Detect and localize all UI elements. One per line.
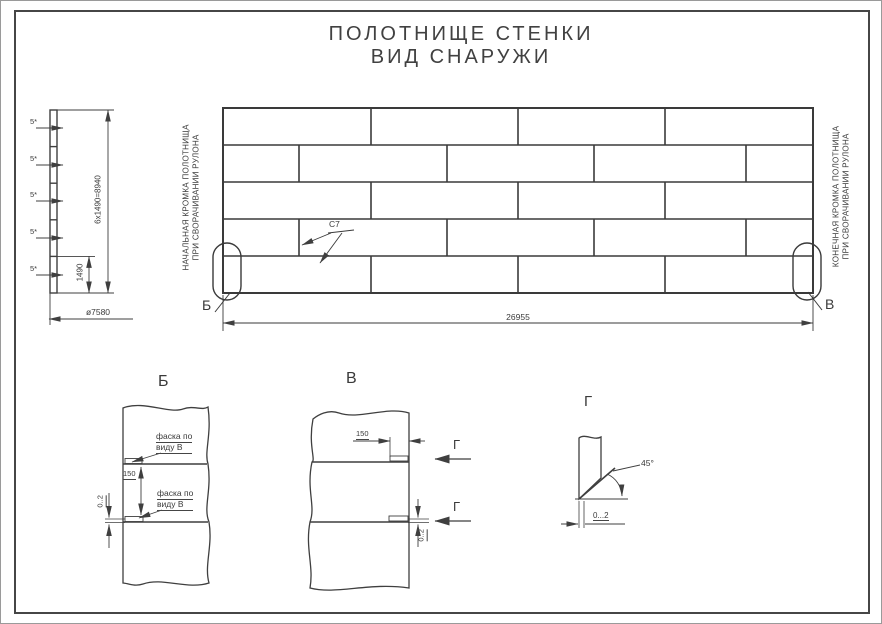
course-dimension: 1490 [75,263,85,282]
drawing-title-line1: ПОЛОТНИЩЕ СТЕНКИ [328,23,594,45]
detail-v-title: В [346,370,357,387]
panel-view-lines [212,107,823,331]
chamfer-note-line2: виду В [156,442,193,454]
detail-g-title: Г [584,393,593,410]
thickness-label: 5* [30,227,38,236]
roll-diameter-dimension: ø7580 [85,307,111,317]
thickness-label: 5* [30,190,38,199]
height-dimension: 6x1490=8940 [93,175,103,224]
chamfer-note-line2: виду В [157,499,194,511]
edge-label-b: Б [202,297,212,313]
thickness-label: 5* [30,154,38,163]
thickness-label: 5* [30,117,38,126]
detail-v-length-dimension: 150 [356,429,369,440]
angle-dimension: 45° [641,458,654,468]
section-label-g: Г [453,437,461,452]
thickness-label: 5* [30,264,38,273]
note-end-edge-line1: КОНЕЧНАЯ КРОМКА ПОЛОТНИЩА [831,125,841,268]
note-start-edge-line2: ПРИ СВОРАЧИВАНИИ РУЛОНА [192,134,201,261]
note-start-edge: НАЧАЛЬНАЯ КРОМКА ПОЛОТНИЩА ПРИ СВОРАЧИВА… [182,102,203,292]
detail-b-title: Б [158,373,169,390]
chamfer-note: фаска по виду В [157,488,194,511]
detail-g-lines [561,435,641,528]
sheet-frame [14,10,870,614]
chamfer-note-line1: фаска по [156,431,193,443]
chamfer-note: фаска по виду В [156,431,193,454]
edge-label-v: В [825,296,835,312]
note-end-edge: КОНЕЧНАЯ КРОМКА ПОЛОТНИЩА ПРИ СВОРАЧИВАН… [832,101,853,291]
detail-b-lines [105,404,211,586]
drawing-title-line2: ВИД СНАРУЖИ [370,46,552,68]
side-view-lines [36,109,133,325]
detail-b-length-dimension: 150 [123,469,136,480]
detail-v-lines [307,410,471,591]
panel-length-dimension: 26955 [506,312,530,322]
note-end-edge-line2: ПРИ СВОРАЧИВАНИИ РУЛОНА [842,133,851,260]
chamfer-note-line1: фаска по [157,488,194,500]
weld-label: С7 [329,219,340,229]
detail-v-gap-dimension: 0..2 [416,529,428,542]
detail-g-gap-dimension: 0...2 [593,511,609,522]
note-start-edge-line1: НАЧАЛЬНАЯ КРОМКА ПОЛОТНИЩА [181,124,191,271]
detail-b-gap-dimension: 0..2 [95,495,107,508]
section-label-g: Г [453,499,461,514]
